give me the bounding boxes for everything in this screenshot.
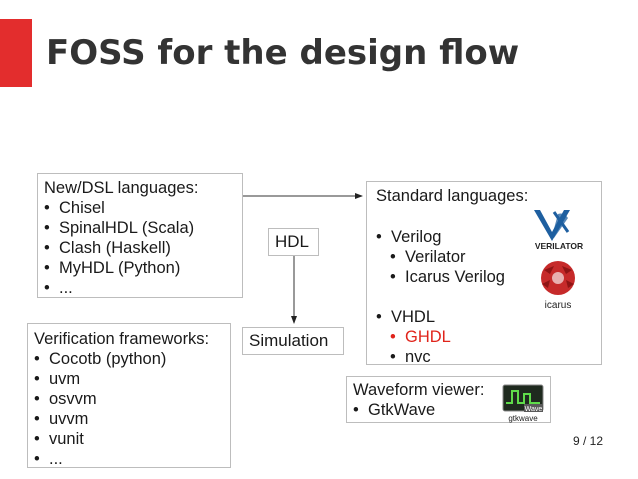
- list-item: Chisel: [44, 198, 242, 218]
- icarus-logo-text: icarus: [545, 300, 572, 311]
- list-item: uvm: [34, 369, 230, 389]
- list-item: vunit: [34, 429, 230, 449]
- list-item: MyHDL (Python): [44, 258, 242, 278]
- page-number: 9 / 12: [573, 434, 604, 448]
- hdl-label: HDL: [275, 232, 310, 251]
- list-item-ghdl: GHDL: [376, 327, 601, 347]
- verilator-logo-text: VERILATOR: [535, 241, 583, 251]
- list-item: osvvm: [34, 389, 230, 409]
- hdl-box: HDL: [268, 228, 319, 256]
- list-item-vhdl: VHDL: [376, 307, 601, 327]
- slide-title: FOSS for the design flow: [46, 33, 520, 73]
- list-item: uvvm: [34, 409, 230, 429]
- waveform-viewer-list: GtkWave: [353, 400, 550, 420]
- dsl-languages-list: Chisel SpinalHDL (Scala) Clash (Haskell)…: [44, 198, 242, 298]
- waveform-viewer-heading: Waveform viewer:: [353, 381, 485, 399]
- verification-frameworks-list: Cocotb (python) uvm osvvm uvvm vunit ...: [34, 349, 230, 469]
- verification-frameworks-box: Verification frameworks: Cocotb (python)…: [27, 323, 231, 468]
- simulation-box: Simulation: [242, 327, 344, 355]
- list-item-gtkwave: GtkWave: [353, 400, 550, 420]
- standard-languages-box: Standard languages: Verilog Verilator Ic…: [366, 181, 602, 367]
- dsl-languages-box: New/DSL languages: Chisel SpinalHDL (Sca…: [37, 173, 243, 298]
- dsl-languages-heading: New/DSL languages:: [44, 179, 199, 197]
- list-item: ...: [44, 278, 242, 298]
- standard-languages-heading: Standard languages:: [376, 187, 529, 205]
- simulation-label: Simulation: [249, 331, 329, 350]
- list-item: Cocotb (python): [34, 349, 230, 369]
- gtkwave-logo: Wave gtkwave: [502, 384, 544, 423]
- gtkwave-logo-text: gtkwave: [508, 414, 538, 423]
- list-item: ...: [34, 449, 230, 469]
- verification-frameworks-heading: Verification frameworks:: [34, 330, 210, 348]
- list-item-verilator: Verilator: [376, 247, 601, 267]
- list-item-nvc: nvc: [376, 347, 601, 367]
- verilator-logo: VERILATOR: [534, 210, 583, 251]
- list-item: SpinalHDL (Scala): [44, 218, 242, 238]
- gtkwave-badge-text: Wave: [525, 406, 543, 413]
- list-item-icarus-verilog: Icarus Verilog: [376, 267, 601, 287]
- accent-bar: [0, 19, 32, 87]
- list-item-verilog: Verilog: [376, 227, 601, 247]
- standard-languages-list: Verilog Verilator Icarus Verilog VHDL GH…: [376, 227, 601, 367]
- list-item: Clash (Haskell): [44, 238, 242, 258]
- icarus-logo: icarus: [541, 261, 575, 311]
